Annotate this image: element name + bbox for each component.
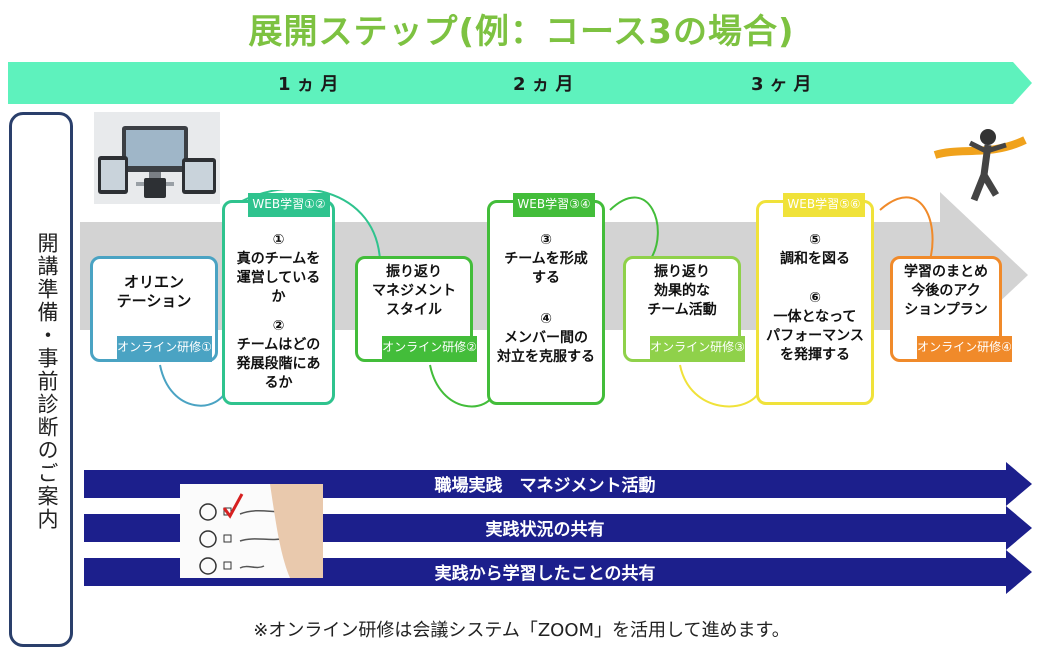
stage-web-3-4: ③ チームを形成 する ④ メンバー間の 対立を克服する [487,200,605,405]
page-title: 展開ステップ(例：コース3の場合) [248,12,795,52]
goal-runner-icon [933,129,1027,202]
footnote: ※オンライン研修は会議システム「ZOOM」を活用して進めます。 [253,620,790,641]
tag-online-4: オンライン研修④ [917,336,1012,362]
practice-bar-1: 職場実践 マネジメント活動 [434,476,656,496]
stage-review-2-text: 振り返り 効果的な チーム活動 [647,264,717,318]
web-item-text-3: チームを形成 する [504,251,588,286]
web-item-text-1: 真のチームを 運営している か [236,251,321,305]
web-item-num-4: ④ [540,311,552,327]
tag-web-1-2: WEB学習①② [248,193,330,217]
tag-web-5-6: WEB学習⑤⑥ [783,193,865,217]
tag-web-3-4: WEB学習③④ [513,193,595,217]
tag-online-2: オンライン研修② [382,336,477,362]
tag-online-1: オンライン研修① [117,336,212,362]
month-label-1: 1ヵ月 [278,74,345,95]
month-label-3: 3ヶ月 [751,74,818,95]
stage-web-1-2: ① 真のチームを 運営している か ② チームはどの 発展段階にあ るか [222,200,335,405]
web-item-num-1: ① [272,232,285,248]
devices-icon [94,112,220,204]
stage-web-5-6: ⑤ 調和を図る ⑥ 一体となって パフォーマンス を発揮する [756,200,874,405]
web-item-num-2: ② [272,318,285,334]
evaluation-illustration [180,484,323,578]
web-item-num-5: ⑤ [809,232,821,248]
web-item-num-3: ③ [540,232,552,248]
web-item-text-5: 調和を図る [780,251,850,267]
stage-summary-text: 学習のまとめ 今後のアク ションプラン [904,264,988,318]
month-label-2: 2ヵ月 [513,74,580,95]
practice-bar-2: 実践状況の共有 [485,520,605,540]
web-item-text-4: メンバー間の 対立を克服する [497,330,595,365]
stage-orientation-text: オリエン テーション [116,273,192,310]
timeline-arrow [8,62,1032,104]
side-label: 開講準備・事前診断のご案内 [35,232,59,531]
tag-online-3: オンライン研修③ [650,336,745,362]
evaluation-checklist-icon [180,484,323,578]
web-item-text-6: 一体となって パフォーマンス を発揮する [766,309,864,363]
practice-bar-3: 実践から学習したことの共有 [434,564,656,584]
web-item-num-6: ⑥ [809,290,821,306]
side-panel [9,112,73,647]
devices-illustration [94,112,220,204]
web-item-text-2: チームはどの 発展段階にあ るか [236,337,321,391]
stage-review-1-text: 振り返り マネジメント スタイル [372,264,456,318]
